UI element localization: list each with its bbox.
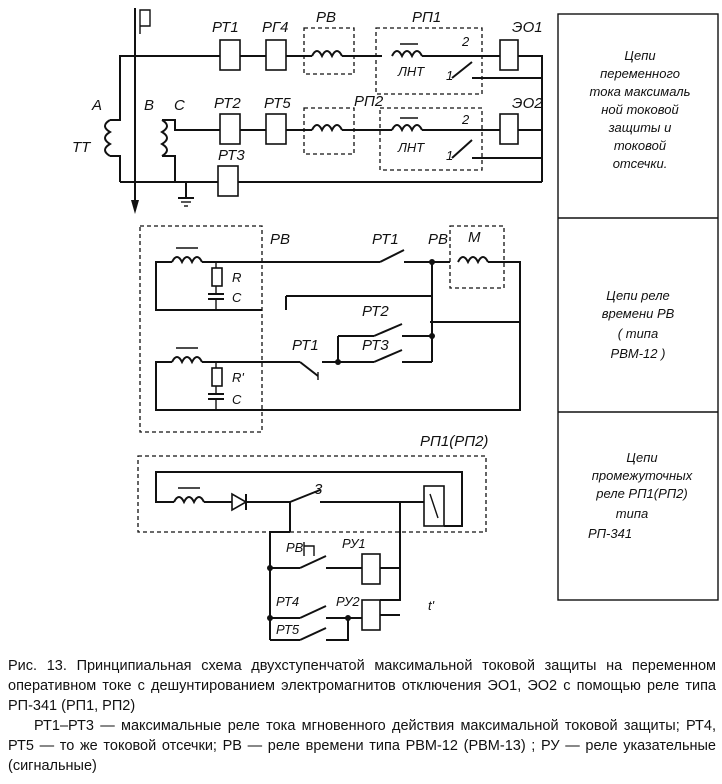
label-c1: С — [232, 290, 242, 305]
eo1-coil — [499, 39, 519, 71]
label-rv-low: РВ — [286, 540, 304, 555]
diode-icon — [231, 492, 248, 512]
label-lnt1: ЛНТ — [397, 64, 425, 79]
relay-rg4-coil — [265, 39, 287, 71]
label-contact-3: 3 — [314, 481, 323, 498]
label-rv-top: РВ — [316, 9, 336, 26]
note-ac-0: Цепи — [624, 48, 655, 63]
label-motor-m: М — [468, 229, 481, 246]
label-phase-b: B — [144, 97, 154, 114]
label-rg4: РГ4 — [262, 19, 289, 36]
note-ac-5: токовой — [614, 138, 666, 153]
note-interm-4: РП-341 — [588, 526, 632, 541]
label-tt: ТТ — [72, 139, 92, 156]
label-c2: С — [232, 392, 242, 407]
label-rt1-low: РТ1 — [292, 337, 319, 354]
note-timer-0: Цепи реле — [606, 288, 670, 303]
intermediate-relay-circuits: РП1(РП2) 3 РВ РУ1 РТ4 РУ2 — [137, 433, 488, 641]
note-ac-4: защиты и — [608, 120, 672, 135]
label-contact-2b: 2 — [461, 112, 470, 127]
label-rt3-mid: РТ3 — [362, 337, 389, 354]
tt-coil-c — [160, 119, 168, 157]
label-rp1rp2: РП1(РП2) — [420, 433, 488, 450]
resistor-r1 — [211, 267, 223, 287]
note-ac-1: переменного — [600, 66, 680, 81]
label-contact-1b: 1 — [446, 148, 453, 163]
label-lnt2: ЛНТ — [397, 140, 425, 155]
note-interm-1: промежуточных — [592, 468, 693, 483]
note-interm-2: реле РП1(РП2) — [595, 486, 688, 501]
label-ru1: РУ1 — [342, 536, 366, 551]
relay-rt5-coil — [265, 113, 287, 145]
resistor-r2 — [211, 367, 223, 387]
label-ru2: РУ2 — [336, 594, 360, 609]
label-rt1-mid: РТ1 — [372, 231, 399, 248]
motor-frame — [449, 225, 505, 289]
notes-table: Цепи переменного тока максималь ной токо… — [557, 13, 719, 601]
label-r1: R — [232, 270, 241, 285]
label-rt5: РТ5 — [264, 95, 291, 112]
eo2-coil — [499, 113, 519, 145]
label-rp2: РП2 — [354, 93, 384, 110]
label-eo1: ЭО1 — [512, 19, 543, 36]
rp-block-frame — [137, 455, 487, 533]
label-rt2-mid: РТ2 — [362, 303, 389, 320]
label-contact-1a: 1 — [446, 68, 453, 83]
label-rp1-top: РП1 — [412, 9, 441, 26]
flag-icon — [139, 9, 151, 34]
note-ac-3: ной токовой — [601, 102, 678, 117]
note-ac-2: тока максималь — [590, 84, 691, 99]
rp2-frame — [379, 107, 483, 171]
note-interm-0: Цепи — [626, 450, 657, 465]
relay-rt3-coil — [217, 165, 239, 197]
note-timer-2: ( типа — [618, 326, 658, 341]
relay-rt1-coil — [219, 39, 241, 71]
label-rt3: РТ3 — [218, 147, 245, 164]
label-rt2: РТ2 — [214, 95, 241, 112]
label-eo2: ЭО2 — [512, 95, 543, 112]
caption-legend: РТ1–РТ3 — максимальные реле тока мгновен… — [8, 718, 716, 774]
timer-relay-circuits: РВ R С РТ1 РВ М РТ2 РТ3 — [139, 225, 521, 433]
note-ac-6: отсечки. — [613, 156, 668, 171]
label-rt4-low: РТ4 — [276, 594, 299, 609]
rv-block-frame — [139, 225, 263, 433]
protection-schematic: Цепи переменного тока максималь ной токо… — [72, 8, 719, 641]
relay-rt2-coil — [219, 113, 241, 145]
ac-current-circuits: A B C ТТ РТ1 РГ4 РВ РП1 ЛНТ 2 1 — [72, 8, 543, 214]
label-rt5-low: РТ5 — [276, 622, 300, 637]
ru1-coil — [361, 553, 381, 585]
note-interm-3: типа — [616, 506, 648, 521]
rv-timer-icon — [303, 542, 315, 556]
label-phase-a: A — [91, 97, 102, 114]
note-timer-3: РВМ-12 ) — [611, 346, 666, 361]
label-contact-2a: 2 — [461, 34, 470, 49]
figure-caption: Рис. 13. Принципиальная схема двухступен… — [8, 656, 716, 776]
label-rv-block: РВ — [270, 231, 290, 248]
label-r2: R' — [232, 370, 244, 385]
caption-title: Рис. 13. Принципиальная схема двухступен… — [8, 658, 716, 714]
label-mark-t: t' — [428, 598, 435, 613]
label-rt1-top: РТ1 — [212, 19, 239, 36]
label-rv-mid: РВ — [428, 231, 448, 248]
rp1-frame — [375, 27, 483, 95]
tt-coil-a — [104, 119, 112, 157]
rv-top-frame — [303, 27, 355, 75]
ru2-coil — [361, 599, 381, 631]
label-phase-c: C — [174, 97, 185, 114]
note-timer-1: времени РВ — [602, 306, 675, 321]
